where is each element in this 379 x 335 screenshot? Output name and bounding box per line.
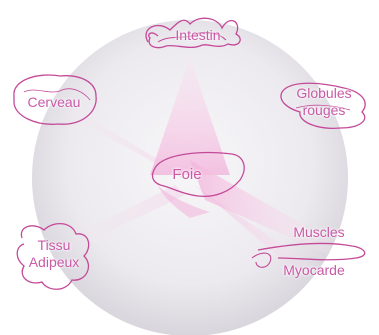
label-cerveau: Cerveau — [18, 94, 90, 111]
label-foie: Foie — [160, 166, 214, 183]
label-intestin: Intestin — [160, 27, 236, 44]
label-tissu-adipeux: Tissu Adipeux — [18, 237, 90, 271]
label-globules-line2: rouges — [280, 102, 368, 119]
label-myocarde: Myocarde — [268, 262, 360, 279]
label-tissu-line1: Tissu — [18, 237, 90, 254]
label-tissu-line2: Adipeux — [18, 254, 90, 271]
label-globules-rouges: Globules rouges — [280, 85, 368, 119]
label-muscles: Muscles — [274, 224, 364, 241]
label-globules-line1: Globules — [280, 85, 368, 102]
